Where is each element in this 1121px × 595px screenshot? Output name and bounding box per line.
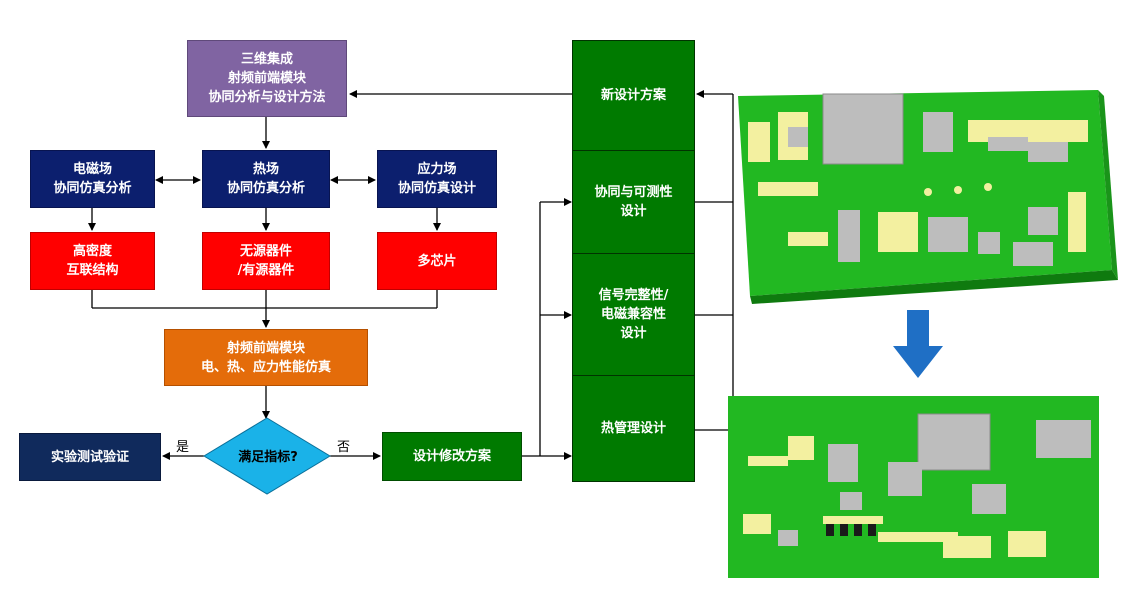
verification-box: 实验测试验证 — [19, 433, 161, 481]
simulation-box: 射频前端模块 电、热、应力性能仿真 — [164, 329, 368, 386]
no-label: 否 — [337, 440, 351, 455]
stack-signal-integrity: 信号完整性/ 电磁兼容性 设计 — [573, 253, 694, 375]
method-box: 三维集成 射频前端模块 协同分析与设计方法 — [187, 40, 347, 117]
stress-field-box: 应力场 协同仿真设计 — [377, 150, 497, 208]
decision-label: 满足指标? — [238, 449, 298, 465]
hdi-box: 高密度 互联结构 — [30, 232, 155, 290]
multichip-box: 多芯片 — [377, 232, 497, 290]
stack-testability: 协同与可测性 设计 — [573, 150, 694, 253]
pcb-3d-image — [738, 90, 1118, 304]
design-stack: 新设计方案 协同与可测性 设计 信号完整性/ 电磁兼容性 设计 热管理设计 — [572, 40, 695, 482]
modification-box: 设计修改方案 — [382, 432, 522, 481]
em-field-box: 电磁场 协同仿真分析 — [30, 150, 155, 208]
yes-label: 是 — [176, 440, 190, 455]
thermal-field-box: 热场 协同仿真分析 — [202, 150, 330, 208]
decision-diamond — [203, 417, 331, 495]
stack-thermal-mgmt: 热管理设计 — [573, 375, 694, 480]
pcb-2d-image — [728, 396, 1099, 578]
stack-new-design: 新设计方案 — [600, 88, 666, 103]
down-arrow-icon — [893, 310, 943, 378]
passive-active-box: 无源器件 /有源器件 — [202, 232, 330, 290]
